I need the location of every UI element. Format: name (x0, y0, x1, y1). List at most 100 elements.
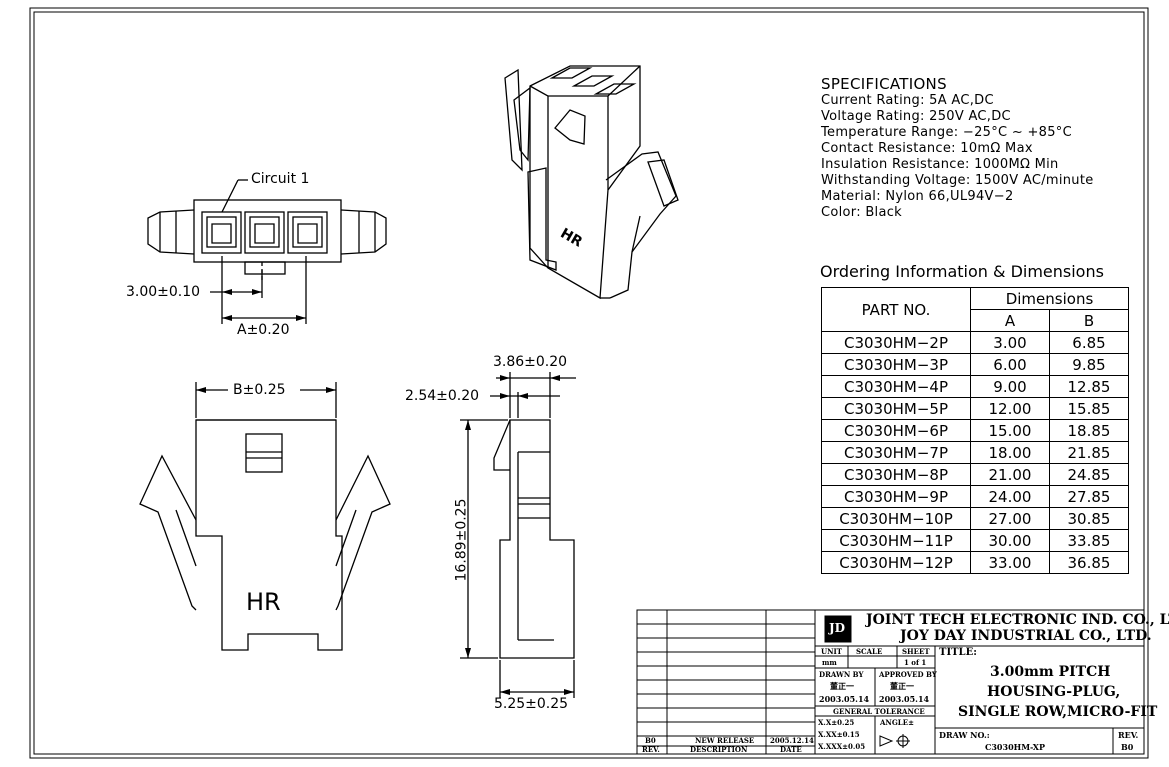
ordering-cell-part: C3030HM−5P (821, 397, 971, 420)
sheet-label: SHEET (902, 647, 930, 656)
ordering-cell-part: C3030HM−11P (821, 529, 971, 552)
title-label: TITLE: (939, 647, 977, 658)
tolerance-xx: X.XX±0.15 (818, 730, 860, 739)
revision-header-rev: REV. (642, 745, 660, 754)
ordering-cell-b: 9.85 (1049, 353, 1129, 376)
draw-no-value: C3030HM-XP (985, 742, 1046, 752)
title-line-3: SINGLE ROW,MICRO-FIT (958, 704, 1158, 720)
drawn-date: 2003.05.14 (819, 694, 870, 704)
angle-label: ANGLE± (880, 718, 914, 727)
title-line-2: HOUSING-PLUG, (987, 684, 1121, 700)
ordering-cell-a: 24.00 (970, 485, 1050, 508)
ordering-cell-b: 24.85 (1049, 463, 1129, 486)
revision-header-description: DESCRIPTION (690, 745, 748, 754)
ordering-cell-a: 12.00 (970, 397, 1050, 420)
ordering-cell-a: 9.00 (970, 375, 1050, 398)
side-bottom-dimension: 5.25±0.25 (494, 696, 569, 712)
drawn-by-label: DRAWN BY (819, 670, 864, 679)
hr-mark: HR (246, 588, 281, 616)
front-view (147, 179, 387, 324)
specifications-block: SPECIFICATIONS Current Rating: 5A AC,DC … (821, 76, 1094, 221)
ordering-cell-a: 21.00 (970, 463, 1050, 486)
spec-color: Color: Black (821, 205, 902, 220)
ordering-cell-part: C3030HM−8P (821, 463, 971, 486)
spec-voltage-rating: Voltage Rating: 250V AC,DC (821, 109, 1011, 124)
revision-row-rev: B0 (645, 736, 656, 745)
ordering-cell-a: 6.00 (970, 353, 1050, 376)
ordering-cell-a: 15.00 (970, 419, 1050, 442)
tolerance-xxx: X.XXX±0.05 (818, 742, 866, 751)
ordering-cell-part: C3030HM−6P (821, 419, 971, 442)
revision-header-date: DATE (780, 745, 802, 754)
side-top-dimension: 3.86±0.20 (493, 354, 568, 370)
top-view (139, 382, 391, 651)
ordering-cell-b: 33.85 (1049, 529, 1129, 552)
rev-value: B0 (1121, 742, 1134, 752)
ordering-cell-b: 30.85 (1049, 507, 1129, 530)
approved-by-name: 董正一 (890, 681, 914, 691)
spec-material: Material: Nylon 66,UL94V−2 (821, 189, 1014, 204)
ordering-cell-part: C3030HM−2P (821, 331, 971, 354)
isometric-view (504, 65, 679, 300)
spec-temperature-range: Temperature Range: −25°C ~ +85°C (821, 125, 1072, 140)
company-name-2: JOY DAY INDUSTRIAL CO., LTD. (900, 628, 1152, 644)
ordering-cell-part: C3030HM−4P (821, 375, 971, 398)
ordering-cell-b: 6.85 (1049, 331, 1129, 354)
spec-current-rating: Current Rating: 5A AC,DC (821, 93, 994, 108)
unit-label: UNIT (821, 647, 842, 656)
ordering-cell-part: C3030HM−7P (821, 441, 971, 464)
ordering-cell-part: C3030HM−10P (821, 507, 971, 530)
rev-label: REV. (1118, 730, 1139, 740)
height-dimension: 16.89±0.25 (453, 498, 470, 582)
ordering-cell-b: 18.85 (1049, 419, 1129, 442)
ordering-cell-part: C3030HM−12P (821, 551, 971, 574)
ordering-cell-part: C3030HM−9P (821, 485, 971, 508)
ordering-cell-a: 27.00 (970, 507, 1050, 530)
draw-no-label: DRAW NO.: (939, 730, 990, 740)
spec-withstanding-voltage: Withstanding Voltage: 1500V AC/minute (821, 173, 1094, 188)
part-no-header: PART NO. (821, 287, 971, 332)
revision-row-description: NEW RELEASE (695, 736, 755, 745)
dimensions-header: Dimensions (970, 287, 1129, 310)
title-line-1: 3.00mm PITCH (990, 664, 1111, 680)
ordering-cell-a: 30.00 (970, 529, 1050, 552)
ordering-cell-b: 15.85 (1049, 397, 1129, 420)
side-left-dimension: 2.54±0.20 (405, 388, 480, 404)
ordering-cell-b: 12.85 (1049, 375, 1129, 398)
company-logo: JD (829, 621, 846, 635)
ordering-cell-a: 33.00 (970, 551, 1050, 574)
sheet-value: 1 of 1 (904, 658, 927, 667)
tolerance-x: X.X±0.25 (818, 718, 855, 727)
approved-by-label: APPROVED BY (879, 670, 937, 679)
spec-contact-resistance: Contact Resistance: 10mΩ Max (821, 141, 1033, 156)
side-view (460, 372, 576, 698)
ordering-cell-a: 18.00 (970, 441, 1050, 464)
ordering-cell-b: 27.85 (1049, 485, 1129, 508)
col-b-header: B (1049, 309, 1129, 332)
spec-insulation-resistance: Insulation Resistance: 1000MΩ Min (821, 157, 1059, 172)
b-dimension: B±0.25 (233, 382, 286, 398)
pitch-dimension: 3.00±0.10 (126, 284, 201, 300)
ordering-cell-part: C3030HM−3P (821, 353, 971, 376)
revision-row-date: 2005.12.14 (770, 736, 814, 745)
scale-label: SCALE (856, 647, 883, 656)
ordering-title: Ordering Information & Dimensions (820, 262, 1104, 281)
ordering-cell-b: 36.85 (1049, 551, 1129, 574)
general-tolerance-label: GENERAL TOLERANCE (833, 707, 925, 716)
company-name-1: JOINT TECH ELECTRONIC IND. CO., LTD. (866, 612, 1169, 628)
